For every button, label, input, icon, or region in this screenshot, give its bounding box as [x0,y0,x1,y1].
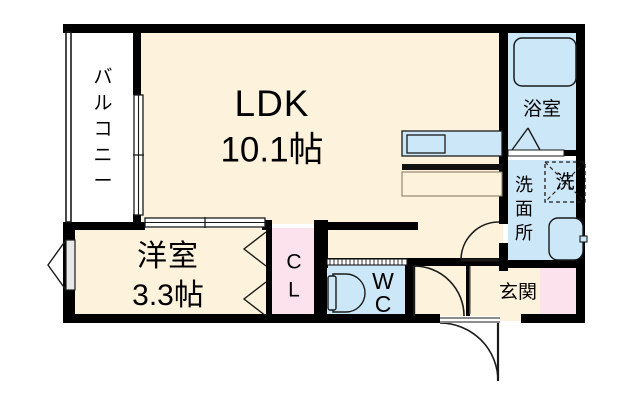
washroom-label: 洗 面 所 [515,175,533,243]
washroom-char-0: 洗 [515,175,533,195]
sliding-door-bedroom[interactable] [144,217,266,228]
entrance-label: 玄関 [499,281,537,303]
balcony-floor [63,32,141,222]
washroom-char-2: 所 [515,223,533,243]
toilet-tank-icon [327,275,337,311]
folding-door-closet[interactable] [242,231,267,317]
hinged-door-washroom[interactable] [460,221,500,262]
ldk-floor-ext [326,224,503,264]
washer-label: 洗 [555,171,574,193]
bathroom-threshold [507,149,565,157]
washroom-char-1: 面 [515,199,533,219]
balcony-railing [65,31,72,223]
bedroom-label: 洋室 [137,240,199,273]
closet-char-1: L [288,279,300,302]
hinged-door-wc[interactable] [412,265,465,317]
toilet-icon [327,273,366,313]
shoe-closet [540,264,580,321]
folding-door-bathroom[interactable] [511,127,541,151]
closet-floor [272,228,318,320]
kitchen-counter-icon [401,130,503,197]
kitchen-range-icon [402,164,502,170]
bedroom-area-label: 3.3帖 [132,279,204,312]
bedroom-floor [75,228,272,320]
sliding-door-wc[interactable] [326,258,408,266]
wc-char-0: W [372,268,394,294]
closet-char-0: C [286,251,301,274]
balcony-char-4: ー [93,171,112,192]
window-bedroom-left[interactable] [47,239,76,291]
sliding-door-balcony[interactable] [133,94,144,216]
ldk-label: LDK [235,83,310,124]
kitchen-sink-icon [406,134,446,154]
wc-char-1: C [375,291,392,317]
washing-machine-slot-icon [544,161,586,203]
kitchen-cabinet-icon [401,171,503,197]
balcony-char-2: コ [93,119,112,140]
bathroom-label: 浴室 [523,98,561,120]
balcony-char-1: ル [93,93,112,114]
vanity-sink-icon [548,217,588,261]
bathtub-icon [513,37,577,87]
ldk-area-label: 10.1帖 [220,130,323,169]
balcony-label: バ ル コ ニ ー [93,67,112,192]
wc-label: W C [372,268,394,317]
balcony-char-0: バ [93,67,112,88]
entry-door[interactable] [439,316,500,382]
closet-label: C L [286,251,301,302]
balcony-char-3: ニ [93,145,112,166]
